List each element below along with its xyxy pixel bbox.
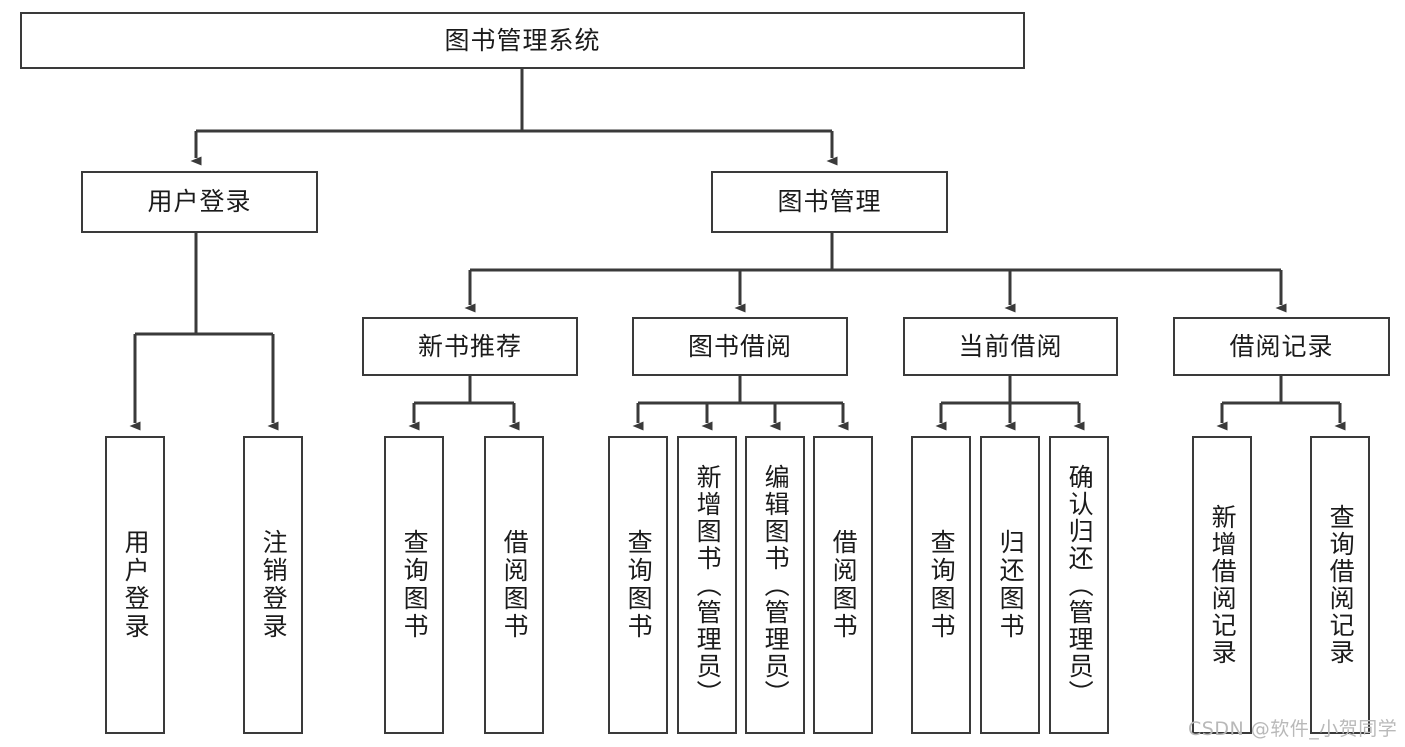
node-label: 确认归还（管理员） xyxy=(1065,463,1095,707)
node-label: 图书借阅 xyxy=(687,331,792,361)
node-label: 注销登录 xyxy=(259,529,289,641)
leaf-return-book[interactable]: 归还图书 xyxy=(980,436,1040,734)
leaf-logout-login[interactable]: 注销登录 xyxy=(243,436,303,734)
node-label: 查询借阅记录 xyxy=(1326,504,1356,666)
leaf-query-book-recommend[interactable]: 查询图书 xyxy=(384,436,444,734)
node-label: 借阅图书 xyxy=(500,529,530,641)
node-label: 查询图书 xyxy=(927,529,957,641)
leaf-query-borrow-record[interactable]: 查询借阅记录 xyxy=(1310,436,1370,734)
leaf-add-book-admin[interactable]: 新增图书（管理员） xyxy=(677,436,737,734)
node-label: 归还图书 xyxy=(996,529,1026,641)
leaf-confirm-return-admin[interactable]: 确认归还（管理员） xyxy=(1049,436,1109,734)
leaf-query-book-borrow[interactable]: 查询图书 xyxy=(608,436,668,734)
node-label: 新书推荐 xyxy=(417,331,522,361)
node-label: 当前借阅 xyxy=(958,331,1063,361)
node-label: 查询图书 xyxy=(624,529,654,641)
csdn-watermark: CSDN @软件_小贺同学 xyxy=(1188,718,1398,740)
node-label: 新增借阅记录 xyxy=(1208,504,1238,666)
node-book-borrow[interactable]: 图书借阅 xyxy=(632,317,848,376)
node-label: 借阅记录 xyxy=(1229,331,1334,361)
leaf-edit-book-admin[interactable]: 编辑图书（管理员） xyxy=(745,436,805,734)
node-label: 图书管理系统 xyxy=(444,25,601,55)
node-new-book-recommend[interactable]: 新书推荐 xyxy=(362,317,578,376)
node-label: 用户登录 xyxy=(121,529,151,641)
node-root-book-management-system[interactable]: 图书管理系统 xyxy=(20,12,1025,69)
leaf-query-book-current[interactable]: 查询图书 xyxy=(911,436,971,734)
leaf-borrow-book-borrow[interactable]: 借阅图书 xyxy=(813,436,873,734)
node-label: 图书管理 xyxy=(777,187,882,217)
node-label: 编辑图书（管理员） xyxy=(761,463,791,707)
node-book-management[interactable]: 图书管理 xyxy=(711,171,948,233)
node-label: 用户登录 xyxy=(147,187,252,217)
node-label: 查询图书 xyxy=(400,529,430,641)
node-label: 新增图书（管理员） xyxy=(693,463,723,707)
leaf-add-borrow-record[interactable]: 新增借阅记录 xyxy=(1192,436,1252,734)
node-current-borrow[interactable]: 当前借阅 xyxy=(903,317,1118,376)
leaf-user-login[interactable]: 用户登录 xyxy=(105,436,165,734)
node-user-login[interactable]: 用户登录 xyxy=(81,171,318,233)
node-borrow-record[interactable]: 借阅记录 xyxy=(1173,317,1390,376)
node-label: 借阅图书 xyxy=(829,529,859,641)
leaf-borrow-book-recommend[interactable]: 借阅图书 xyxy=(484,436,544,734)
